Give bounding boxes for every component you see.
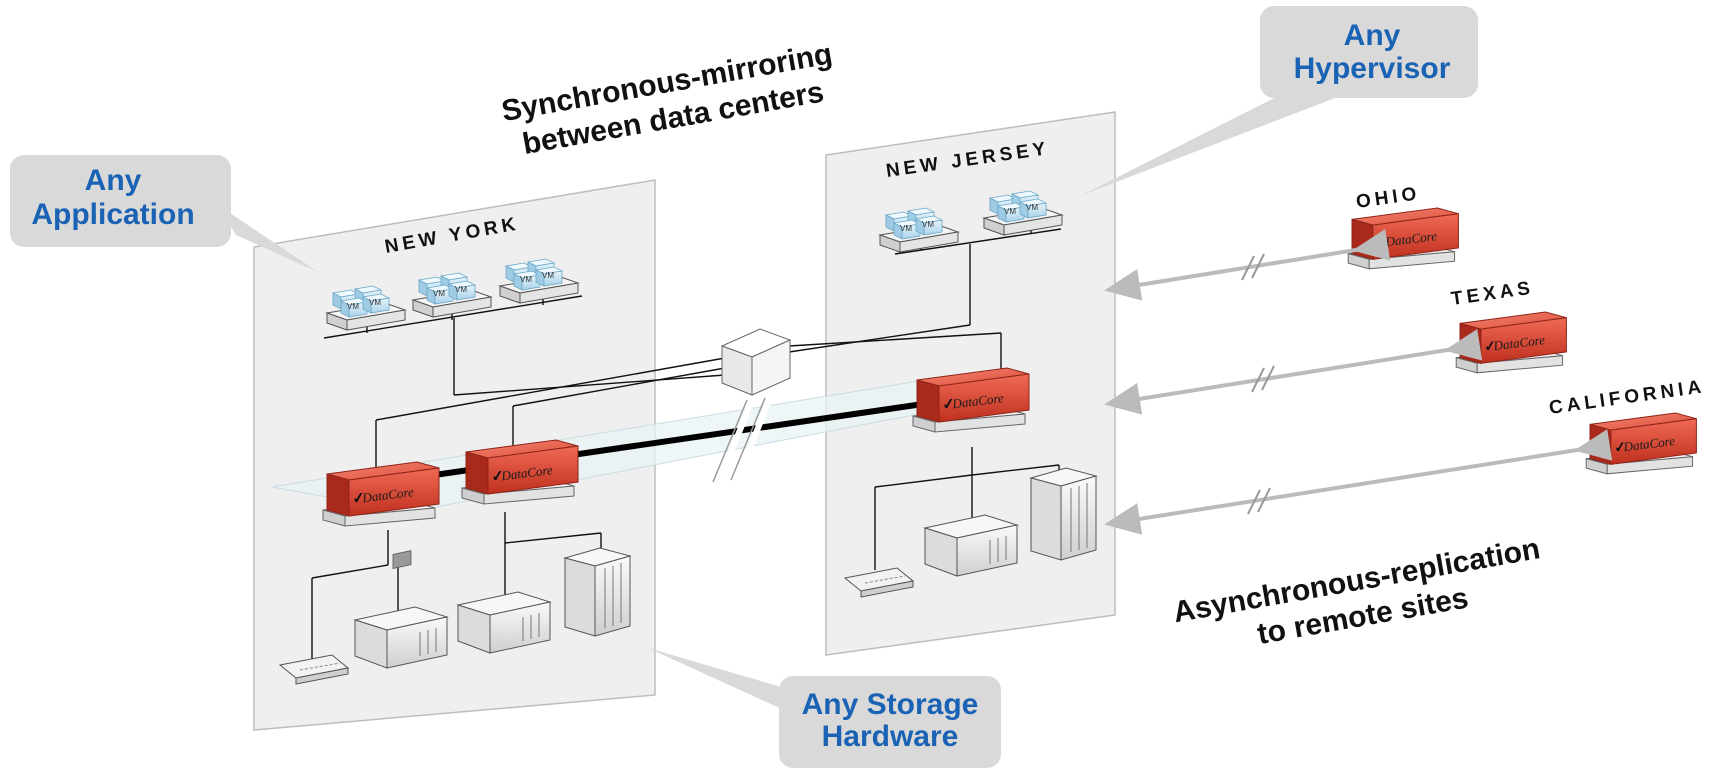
nj-hba-card-icon <box>843 567 915 598</box>
texas-datacore-appliance: DataCore✓ <box>1455 311 1567 374</box>
ny-datacore-appliance-2: DataCore✓ <box>461 439 579 505</box>
hypervisor-callout: Any Hypervisor <box>1260 6 1478 98</box>
vm-label: VM <box>900 224 912 233</box>
vm-label: VM <box>922 220 934 229</box>
texas-replication-arrow <box>1104 329 1483 415</box>
vm-label: VM <box>347 302 359 311</box>
datacore-logo: DataCore <box>500 462 554 483</box>
ohio-label: OHIO <box>1355 183 1422 213</box>
sync-mirroring-caption: Synchronous-mirroring between data cente… <box>499 37 835 161</box>
datacore-appliances: DataCore✓DataCore✓DataCore✓DataCore✓Data… <box>322 207 1697 527</box>
vm-label: VM <box>520 275 532 284</box>
vm-host-server-icon: VM VM <box>411 272 493 318</box>
vm-host-server-icon: VM VM <box>982 190 1064 236</box>
hypervisor-callout-line-1: Any <box>1344 19 1401 52</box>
datacore-logo: DataCore <box>1622 433 1676 454</box>
datacore-logo: DataCore <box>1384 228 1438 249</box>
application-callout: Any Application <box>10 155 231 247</box>
storage-callout-line-2: Hardware <box>822 720 959 753</box>
vm-icon <box>512 270 542 291</box>
vm-label: VM <box>542 271 554 280</box>
vm-icon <box>361 293 391 314</box>
vm-icon <box>914 215 944 236</box>
ny-storage-array-icon <box>563 547 632 637</box>
vm-label: VM <box>1004 207 1016 216</box>
datacore-mark-icon: ✓ <box>351 489 366 507</box>
datacore-logo: DataCore <box>1492 332 1546 353</box>
link-break-lines <box>712 397 766 483</box>
vm-icon <box>1018 198 1048 219</box>
vm-hosts: VM VM VM VM VM VM VM VM VM VM <box>325 190 1064 331</box>
california-datacore-appliance: DataCore✓ <box>1585 412 1697 475</box>
nj-storage-array-icon <box>1029 467 1098 561</box>
application-callout-line-1: Any <box>85 164 142 197</box>
vm-host-server-icon: VM VM <box>878 207 960 253</box>
ny-storage <box>278 547 632 685</box>
ohio-datacore-appliance: DataCore✓ <box>1347 207 1459 270</box>
vm-label: VM <box>433 289 445 298</box>
vm-label: VM <box>369 298 381 307</box>
storage-callout-pointer <box>648 648 788 711</box>
network-switch <box>720 328 792 396</box>
link-break-marks <box>717 396 773 482</box>
datacore-mark-icon: ✓ <box>1483 338 1497 355</box>
hypervisor-callout-pointer <box>1080 85 1335 196</box>
texas-label: TEXAS <box>1450 278 1535 310</box>
vm-host-server-icon: VM VM <box>325 285 407 331</box>
nj-datacore-appliance: DataCore✓ <box>912 367 1030 433</box>
application-callout-line-2: Application <box>31 198 194 231</box>
async-replication-arrows <box>1104 229 1613 535</box>
vm-icon <box>425 284 455 305</box>
vm-label: VM <box>1026 203 1038 212</box>
async-replication-caption: Asynchronous-replication to remote sites <box>1171 532 1543 651</box>
replication-break-marks <box>1241 253 1275 515</box>
ny-hba-card-icon <box>278 654 350 685</box>
vm-icon <box>339 297 369 318</box>
vm-icon <box>534 266 564 287</box>
datacore-logo: DataCore <box>951 390 1005 411</box>
datacore-mark-icon: ✓ <box>941 395 956 413</box>
vm-icon <box>447 280 477 301</box>
nj-disk-enclosure-icon <box>923 514 1019 577</box>
california-replication-arrow <box>1104 429 1613 535</box>
ny-datacore-appliance-1: DataCore✓ <box>322 461 440 527</box>
vm-label: VM <box>455 285 467 294</box>
vm-host-server-icon: VM VM <box>498 258 580 304</box>
ny-disk-enclosure-2-icon <box>456 591 552 654</box>
hypervisor-callout-line-2: Hypervisor <box>1294 52 1451 85</box>
ohio-replication-arrow <box>1104 229 1391 301</box>
nj-storage <box>843 467 1098 598</box>
datacore-mark-icon: ✓ <box>1613 439 1627 456</box>
california-label: CALIFORNIA <box>1548 376 1707 419</box>
datacore-mark-icon: ✓ <box>490 467 505 485</box>
storage-callout-line-1: Any Storage <box>802 688 979 721</box>
datacore-logo: DataCore <box>361 484 415 505</box>
ny-disk-enclosure-icon <box>353 550 449 669</box>
datacore-mark-icon: ✓ <box>1375 234 1389 251</box>
storage-callout: Any Storage Hardware <box>779 676 1001 768</box>
application-callout-pointer <box>218 205 318 272</box>
